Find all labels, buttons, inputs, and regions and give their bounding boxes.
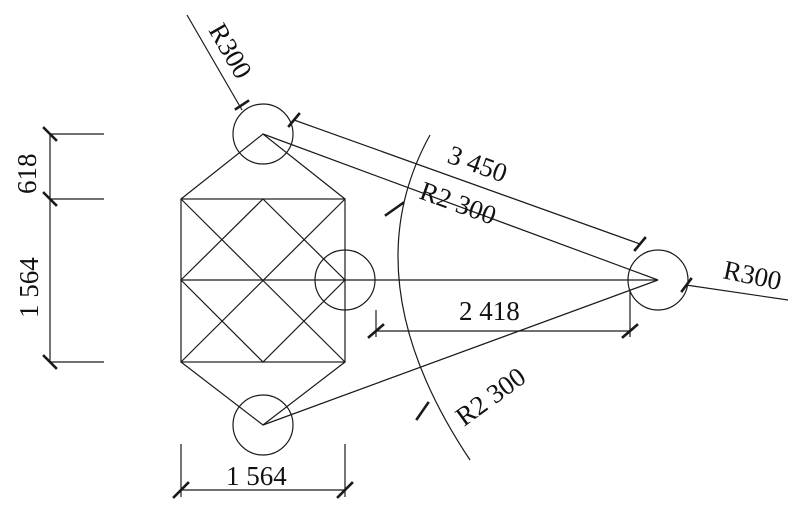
dim-bottom-tick-right <box>336 481 354 499</box>
pile-circle-top <box>232 103 294 165</box>
dim-r2300-upper-tick <box>384 201 405 217</box>
label-r2300-upper: R2 300 <box>416 175 500 230</box>
dim-3450-tick-start <box>287 112 301 128</box>
dim-left-tick-bottom <box>42 354 58 370</box>
top-connector <box>180 133 346 200</box>
bottom-connector <box>180 361 346 426</box>
radius-arc <box>397 134 471 461</box>
label-1564-bottom: 1 564 <box>226 461 287 491</box>
label-r300-right: R300 <box>721 255 784 297</box>
label-3450: 3 450 <box>444 139 511 188</box>
dim-left-tick-top <box>42 126 58 142</box>
label-r2300-lower: R2 300 <box>450 361 531 432</box>
leader-r300-top-left <box>186 14 243 111</box>
dim-2418-tick-left <box>367 323 385 339</box>
lower-link-line <box>262 279 659 426</box>
label-618: 618 <box>12 154 42 195</box>
pile-circle-bottom <box>232 394 294 456</box>
dim-r2300-lower-tick <box>415 401 430 421</box>
dim-bottom-tick-left <box>172 481 190 499</box>
dim-left-tick-middle <box>42 191 58 207</box>
leader-r300-right <box>685 284 789 301</box>
dim-3450-line <box>293 119 641 245</box>
dim-3450-tick-end <box>633 236 647 252</box>
central-frame <box>180 133 346 426</box>
upper-link-line <box>262 133 659 281</box>
frame-diamond <box>180 198 346 363</box>
label-2418: 2 418 <box>459 296 520 326</box>
r300-top-tick <box>234 99 250 111</box>
r300-right-tick <box>680 277 693 293</box>
label-r300-top-left: R300 <box>203 18 258 84</box>
label-1564-left: 1 564 <box>14 257 44 318</box>
dim-2418-tick-right <box>621 323 639 339</box>
